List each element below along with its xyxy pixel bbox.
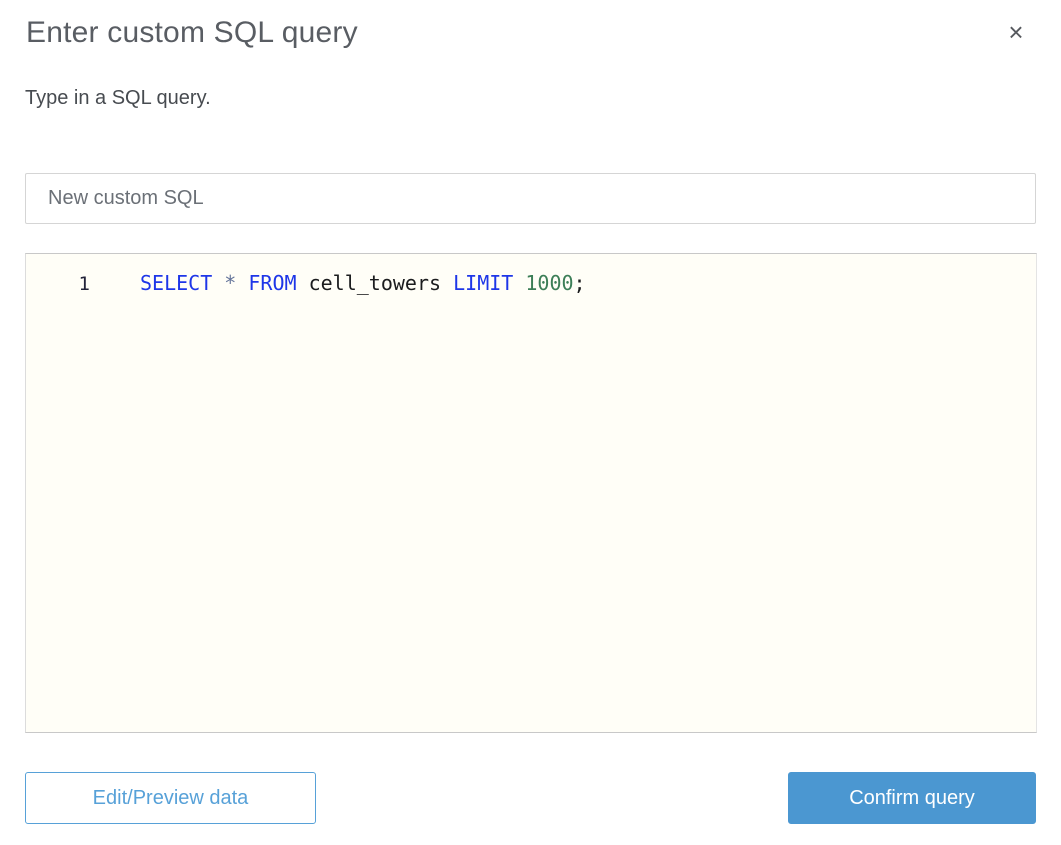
confirm-query-button[interactable]: Confirm query: [788, 772, 1036, 824]
close-icon[interactable]: ×: [998, 14, 1034, 50]
code-token-plain: ;: [573, 271, 586, 295]
code-token-number: 1000: [525, 271, 574, 295]
code-token-operator: *: [224, 271, 237, 295]
code-line: 1 SELECT * FROM cell_towers LIMIT 1000;: [26, 254, 1036, 297]
code-token-plain: [236, 271, 248, 295]
query-name-input[interactable]: [25, 173, 1036, 224]
dialog-title: Enter custom SQL query: [26, 16, 358, 49]
code-token-plain: cell_towers: [296, 271, 454, 295]
line-number: 1: [78, 273, 90, 295]
code-token-plain: [212, 271, 224, 295]
code-token-keyword: FROM: [248, 271, 297, 295]
dialog-subtitle: Type in a SQL query.: [25, 87, 211, 109]
sql-code-editor[interactable]: 1 SELECT * FROM cell_towers LIMIT 1000;: [25, 253, 1037, 733]
code-token-keyword: LIMIT: [453, 271, 514, 295]
edit-preview-data-button[interactable]: Edit/Preview data: [25, 772, 316, 824]
code-token-keyword: SELECT: [140, 271, 213, 295]
code-line-content: SELECT * FROM cell_towers LIMIT 1000;: [90, 270, 586, 296]
code-token-plain: [513, 271, 525, 295]
